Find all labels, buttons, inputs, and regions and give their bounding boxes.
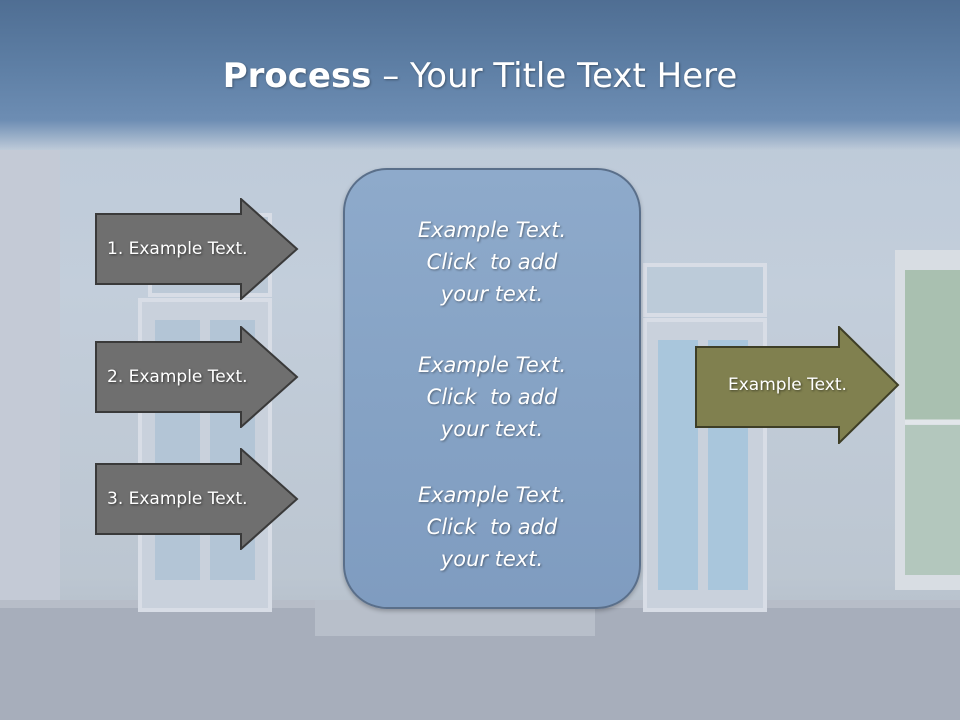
block-line: your text.: [440, 417, 544, 441]
title-rest: – Your Title Text Here: [371, 56, 738, 96]
block-line: Example Text.: [417, 218, 567, 242]
right-arrow[interactable]: Example Text.: [695, 326, 900, 444]
arrow-shape: [95, 326, 299, 428]
text-block-3[interactable]: Example Text. Click to add your text.: [345, 479, 639, 575]
right-arrow-label: Example Text.: [728, 375, 847, 395]
title-band: [0, 0, 960, 150]
left-arrow-3[interactable]: 3. Example Text.: [95, 448, 299, 550]
left-arrow-label: 1. Example Text.: [107, 239, 248, 259]
center-text-box[interactable]: Example Text. Click to add your text. Ex…: [343, 168, 641, 609]
arrow-shape: [695, 326, 900, 444]
left-arrow-label: 2. Example Text.: [107, 367, 248, 387]
block-line: Click to add: [426, 385, 558, 409]
block-line: your text.: [440, 282, 544, 306]
block-line: Click to add: [426, 515, 558, 539]
text-block-1[interactable]: Example Text. Click to add your text.: [345, 214, 639, 310]
block-line: Example Text.: [417, 353, 567, 377]
left-arrow-2[interactable]: 2. Example Text.: [95, 326, 299, 428]
text-block-2[interactable]: Example Text. Click to add your text.: [345, 349, 639, 445]
block-line: your text.: [440, 547, 544, 571]
arrow-shape: [95, 448, 299, 550]
left-arrow-1[interactable]: 1. Example Text.: [95, 198, 299, 300]
title-bold: Process: [222, 56, 372, 96]
block-line: Click to add: [426, 250, 558, 274]
page-title[interactable]: Process – Your Title Text Here: [0, 54, 960, 98]
block-line: Example Text.: [417, 483, 567, 507]
left-arrow-label: 3. Example Text.: [107, 489, 248, 509]
arrow-shape: [95, 198, 299, 300]
